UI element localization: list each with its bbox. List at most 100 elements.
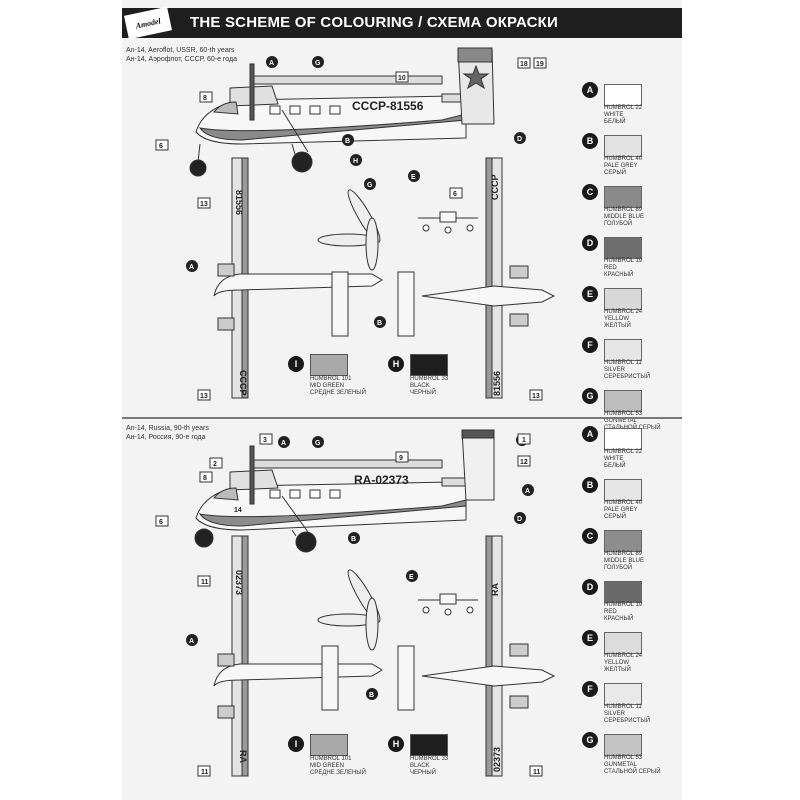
swatch-name-ru: СЕРЫЙ <box>604 514 626 520</box>
swatch-letter: I <box>288 356 304 372</box>
wing-upper-left-code: RA <box>238 750 248 763</box>
svg-text:D: D <box>517 136 522 143</box>
swatch-color-box <box>604 428 642 450</box>
swatch-name-ru: СРЕДНЕ ЗЕЛЕНЫЙ <box>310 390 366 396</box>
swatch-code: HUMBROL 11 <box>604 704 642 710</box>
panel-divider <box>122 417 682 419</box>
swatch-code: HUMBROL 89 <box>604 551 643 557</box>
svg-text:G: G <box>315 60 321 67</box>
svg-text:3: 3 <box>263 437 267 444</box>
swatch-name-en: RED <box>604 609 617 615</box>
swatch-name-ru: ЖЕЛТЫЙ <box>604 667 631 673</box>
swatch-code: HUMBROL 101 <box>310 376 352 382</box>
swatch-code: HUMBROL 24 <box>604 309 643 315</box>
swatch-color-box <box>604 339 642 361</box>
top-view-aircraft <box>213 157 383 399</box>
front-view-aircraft <box>418 211 478 234</box>
swatch-code: HUMBROL 24 <box>604 653 643 659</box>
swatch-code: HUMBROL 40 <box>604 500 643 506</box>
side-registration: СССР-81556 <box>352 99 424 113</box>
svg-text:11: 11 <box>201 579 209 586</box>
swatch-name-en: GUNMETAL <box>604 762 637 768</box>
swatch-code: HUMBROL 33 <box>410 376 449 382</box>
swatch-letter: G <box>582 388 598 404</box>
swatch-name-ru: СЕРЕБРИСТЫЙ <box>604 718 651 724</box>
svg-text:13: 13 <box>200 201 208 208</box>
swatch-name-ru: КРАСНЫЙ <box>604 272 634 278</box>
swatch-color-box <box>604 135 642 157</box>
swatch-color-box <box>604 237 642 259</box>
swatch-color-box <box>410 354 448 376</box>
page-title: THE SCHEME OF COLOURING / СХЕМА ОКРАСКИ <box>190 14 558 31</box>
wing-upper-left-number: 81556 <box>234 190 244 215</box>
svg-text:B: B <box>345 138 350 145</box>
front-view-aircraft <box>418 593 478 616</box>
swatch-letter: D <box>582 235 598 251</box>
swatch-color-box <box>410 734 448 756</box>
wing-upper-left-code: СССР <box>238 370 248 396</box>
swatch-color-box <box>604 581 642 603</box>
swatch-code: HUMBROL 53 <box>604 411 643 417</box>
swatch-letter: I <box>288 736 304 752</box>
swatch-name-en: PALE GREY <box>604 507 638 513</box>
bottom-view-aircraft <box>397 535 556 777</box>
swatch-letter: H <box>388 736 404 752</box>
wing-lower-right-number: 81556 <box>492 371 502 396</box>
panel-caption-ru: Ан-14, Аэрофлот, СССР, 60-е года <box>126 56 238 63</box>
swatch-name-en: MIDDLE BLUE <box>604 558 645 564</box>
swatch-name-en: YELLOW <box>604 316 630 322</box>
swatch-color-box <box>604 632 642 654</box>
swatch-letter: E <box>582 286 598 302</box>
swatch-name-ru: ГОЛУБОЙ <box>604 565 633 571</box>
swatch-letter: F <box>582 337 598 353</box>
svg-text:G: G <box>367 182 373 189</box>
swatch-letter: C <box>582 184 598 200</box>
swatch-name-ru: ГОЛУБОЙ <box>604 221 633 227</box>
callout-markers: A G B H E G B D A 18 19 10 8 6 13 13 13 … <box>155 56 547 401</box>
swatch-letter: B <box>582 477 598 493</box>
colour-swatch-H: H HUMBROL 33 BLACK ЧЕРНЫЙ <box>388 734 508 784</box>
svg-text:8: 8 <box>203 95 207 102</box>
wing-lower-right-code: СССР <box>490 174 500 200</box>
aircraft-drawings: RA-02373 14 02373 RA RA 02373 <box>155 429 556 777</box>
svg-text:11: 11 <box>201 769 209 776</box>
wing-upper-left-number: 02373 <box>234 570 244 595</box>
swatch-letter: H <box>388 356 404 372</box>
svg-text:13: 13 <box>532 393 540 400</box>
propeller-detail <box>317 189 381 271</box>
svg-text:6: 6 <box>453 191 457 198</box>
swatch-color-box <box>604 84 642 106</box>
top-view-aircraft <box>213 535 383 777</box>
svg-text:12: 12 <box>520 459 528 466</box>
swatch-color-box <box>604 683 642 705</box>
svg-text:B: B <box>377 320 382 327</box>
fuselage-number: 14 <box>234 507 242 514</box>
svg-text:18: 18 <box>520 61 528 68</box>
side-view-aircraft <box>189 47 495 177</box>
svg-text:A: A <box>281 440 286 447</box>
swatch-letter: A <box>582 82 598 98</box>
swatch-name-en: MID GREEN <box>310 763 345 769</box>
swatch-code: HUMBROL 89 <box>604 207 643 213</box>
swatch-letter: B <box>582 133 598 149</box>
svg-text:10: 10 <box>398 75 406 82</box>
panel-caption-en: An-14, Russia, 90-th years <box>126 425 209 432</box>
swatch-name-en: PALE GREY <box>604 163 638 169</box>
swatch-name-en: GUNMETAL <box>604 418 637 424</box>
callout-markers: A G A A B E B D A 12 1 9 8 6 11 11 11 3 … <box>155 433 543 777</box>
svg-text:E: E <box>411 174 416 181</box>
swatch-name-ru: ЧЕРНЫЙ <box>410 770 436 776</box>
side-view-aircraft <box>194 429 495 553</box>
panel-caption-en: An-14, Aeroflot, USSR, 60-th years <box>126 47 235 54</box>
propeller-detail <box>317 569 381 651</box>
